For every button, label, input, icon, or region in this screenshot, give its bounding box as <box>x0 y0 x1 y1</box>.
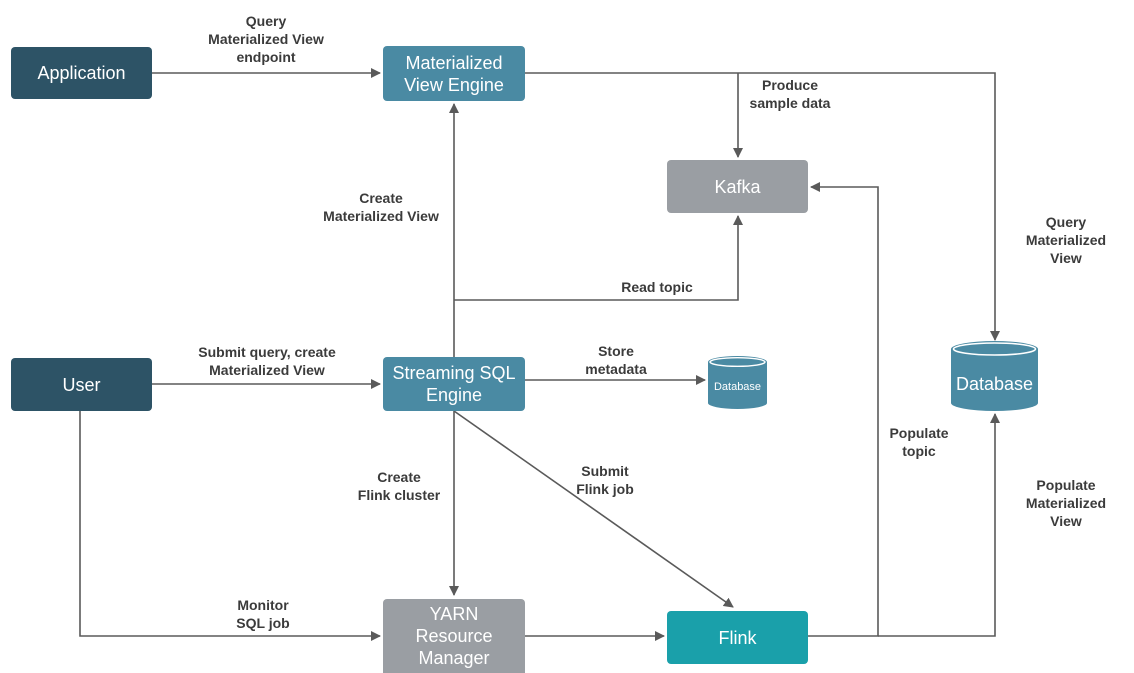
label-populate-materialized-view: Populate Materialized View <box>1025 477 1107 529</box>
label-monitor-sql-job: Monitor SQL job <box>236 597 290 631</box>
label-query-materialized-view: Query Materialized View <box>1025 214 1107 266</box>
materialized-view-engine-label: Materialized View Engine <box>404 52 504 95</box>
user-node: User <box>11 358 152 411</box>
edge-mv-engine-to-database <box>525 72 1000 341</box>
streaming-sql-engine-label: Streaming SQL Engine <box>392 363 516 405</box>
edge-user-to-yarn <box>79 411 381 641</box>
materialized-view-engine-node: Materialized View Engine <box>383 46 525 101</box>
edge-flink-to-kafka <box>808 182 879 637</box>
label-populate-topic: Populate topic <box>889 425 949 459</box>
materialized-view-database-node: Database <box>951 341 1038 411</box>
kafka-node: Kafka <box>667 160 808 213</box>
database-icon <box>708 356 767 409</box>
label-produce-sample-data: Produce sample data <box>749 77 831 111</box>
streaming-sql-engine-node: Streaming SQL Engine <box>383 357 525 411</box>
yarn-resource-manager-node: YARN Resource Manager <box>383 599 525 673</box>
materialized-view-database-label: Database <box>955 374 1034 394</box>
flink-node: Flink <box>667 611 808 664</box>
label-submit-query: Submit query, create Materialized View <box>198 344 336 378</box>
edge-read-topic <box>454 215 743 301</box>
metadata-database-node: Database <box>708 356 767 409</box>
label-read-topic: Read topic <box>621 279 693 295</box>
application-node: Application <box>11 47 152 99</box>
flink-label: Flink <box>718 627 757 648</box>
edge-flink-to-database <box>878 413 1000 637</box>
application-label: Application <box>37 63 126 83</box>
kafka-label: Kafka <box>714 176 761 197</box>
label-create-flink-cluster: Create Flink cluster <box>357 469 441 503</box>
database-icon <box>951 341 1038 411</box>
user-label: User <box>62 374 101 395</box>
edge-ssql-to-flink <box>453 410 734 608</box>
label-submit-flink-job: Submit Flink job <box>576 463 634 497</box>
label-store-metadata: Store metadata <box>585 343 647 377</box>
metadata-database-label: Database <box>713 381 762 393</box>
label-query-mv-endpoint: Query Materialized View endpoint <box>208 13 324 65</box>
label-create-materialized-view: Create Materialized View <box>323 190 439 224</box>
yarn-resource-manager-label: YARN Resource Manager <box>415 604 493 668</box>
